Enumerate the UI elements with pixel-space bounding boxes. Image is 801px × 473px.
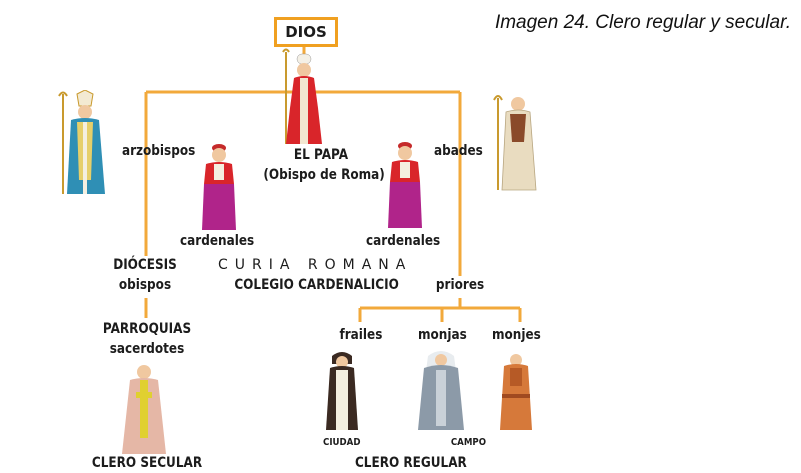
label-obispo-de-roma: (Obispo de Roma) bbox=[263, 167, 385, 183]
priest-figure-icon bbox=[122, 365, 166, 454]
label-clero-regular: CLERO REGULAR bbox=[354, 455, 467, 471]
label-monjas: monjas bbox=[417, 327, 467, 343]
cardinal-right-figure-icon bbox=[388, 142, 422, 228]
label-curia-romana: CURIA ROMANA bbox=[218, 257, 413, 273]
figure-caption: Imagen 24. Clero regular y secular. bbox=[494, 12, 791, 33]
label-parroquias: PARROQUIAS bbox=[102, 321, 192, 337]
label-diocesis: DIÓCESIS bbox=[113, 257, 177, 273]
nun-figure-icon bbox=[418, 351, 464, 430]
monk-figure-icon bbox=[500, 354, 532, 430]
label-ciudad: CIUDAD bbox=[323, 437, 361, 448]
label-campo: CAMPO bbox=[450, 437, 486, 448]
label-cardenales-right: cardenales bbox=[366, 233, 441, 249]
label-obispos: obispos bbox=[118, 277, 172, 293]
friar-figure-icon bbox=[326, 352, 358, 430]
label-priores: priores bbox=[435, 277, 485, 293]
label-colegio-cardenalicio: COLEGIO CARDENALICIO bbox=[234, 277, 399, 293]
dios-box: DIOS bbox=[274, 17, 338, 47]
archbishop-figure-icon bbox=[58, 90, 105, 194]
label-monjes: monjes bbox=[491, 327, 541, 343]
label-abades: abades bbox=[433, 143, 483, 159]
label-cardenales-left: cardenales bbox=[180, 233, 255, 249]
label-el-papa: EL PAPA bbox=[293, 147, 349, 163]
pope-figure-icon bbox=[282, 48, 322, 144]
label-sacerdotes: sacerdotes bbox=[109, 341, 185, 357]
cardinal-left-figure-icon bbox=[202, 144, 236, 230]
label-arzobispos: arzobispos bbox=[121, 143, 196, 159]
abbot-figure-icon bbox=[493, 95, 537, 191]
label-frailes: frailes bbox=[339, 327, 383, 343]
label-clero-secular: CLERO SECULAR bbox=[91, 455, 203, 471]
